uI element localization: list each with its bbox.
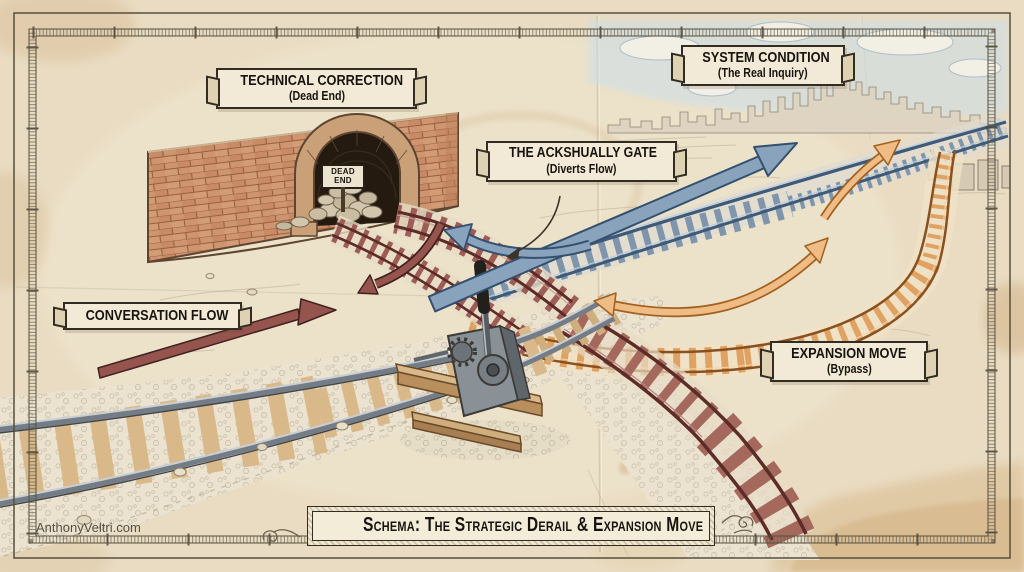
- derail-curve-arrow: [357, 221, 446, 295]
- conversation-flow-arrow: [97, 298, 337, 379]
- gate-divert-arrow: [443, 223, 592, 259]
- flourish-left-icon: [262, 529, 301, 542]
- gate-pointer-arrow: [506, 195, 561, 259]
- switch-lever: [394, 260, 570, 460]
- bypass-loop-arrow: [593, 237, 829, 318]
- main-flow-arrow: [427, 142, 798, 313]
- flow-arrows: [97, 139, 901, 379]
- flourish-right-icon: [721, 515, 754, 534]
- bypass-rejoin-arrow: [820, 139, 901, 221]
- derail-track-foreground: [561, 304, 816, 551]
